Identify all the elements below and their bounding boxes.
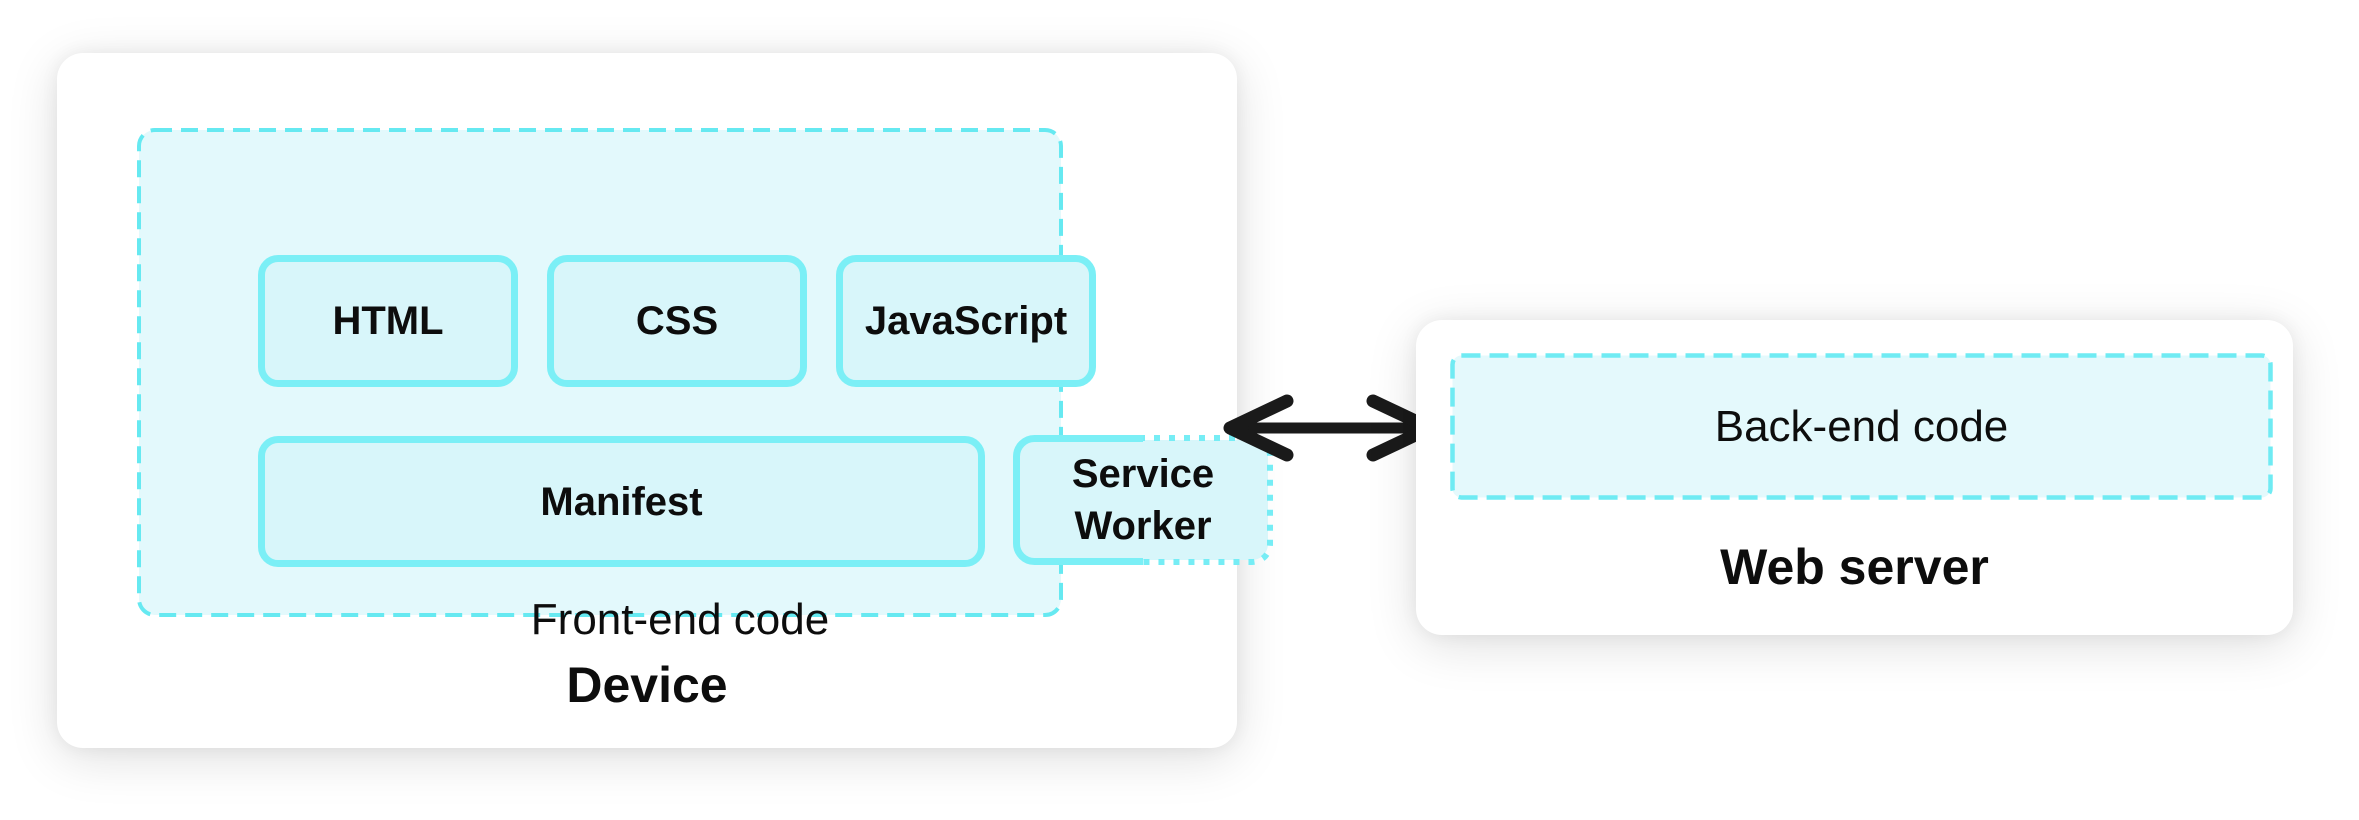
service-worker-box-fill [1018, 440, 1268, 560]
service-worker-dotted-border [1013, 435, 1273, 565]
service-worker-box-label: Service Worker [1071, 452, 1215, 548]
service-worker-box: Service Worker [1013, 435, 1273, 565]
html-box-label: HTML [332, 299, 444, 343]
web-server-card: Back-end code Web server [1416, 320, 2293, 635]
manifest-box-label: Manifest [540, 479, 703, 524]
bidirectional-arrow-icon [1215, 390, 1445, 466]
css-box: CSS [547, 255, 807, 387]
backend-code-label: Back-end code [1714, 401, 2009, 451]
frontend-code-caption: Front-end code [530, 595, 830, 644]
web-server-title: Web server [1720, 539, 1989, 595]
backend-code-box: Back-end code [1450, 353, 2273, 500]
javascript-box-label: JavaScript [864, 299, 1068, 343]
frontend-code-group: HTML CSS JavaScript Manifest [137, 128, 1063, 644]
javascript-box: JavaScript [836, 255, 1096, 387]
css-box-label: CSS [635, 299, 719, 343]
device-title: Device [566, 657, 728, 713]
backend-box-dashed-border [1450, 353, 2273, 500]
manifest-box: Manifest [258, 436, 985, 567]
html-box: HTML [258, 255, 518, 387]
device-card: HTML CSS JavaScript Manifest [57, 53, 1237, 748]
